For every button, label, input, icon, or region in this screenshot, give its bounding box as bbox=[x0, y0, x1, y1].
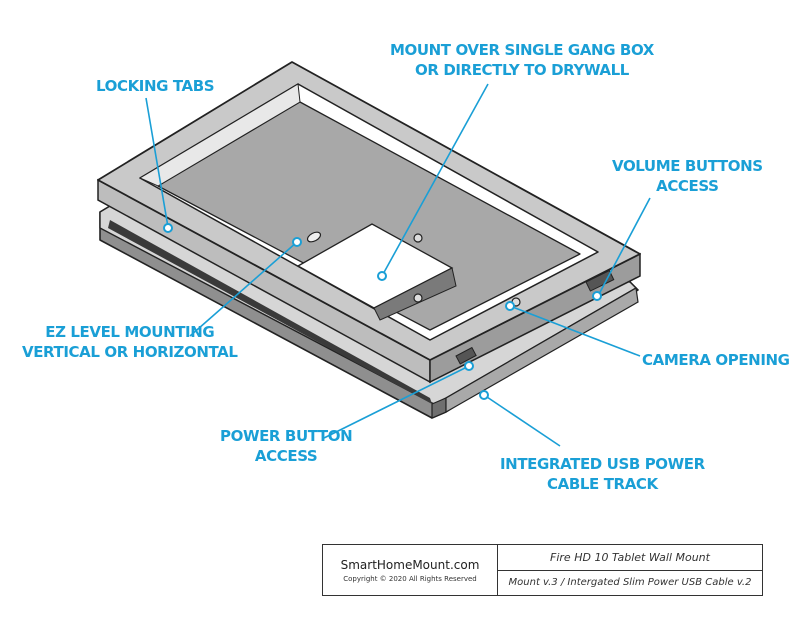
label-usb-line1: INTEGRATED USB POWER bbox=[500, 455, 705, 473]
label-camera-text: CAMERA OPENING bbox=[642, 351, 790, 369]
label-ez-level: EZ LEVEL MOUNTING VERTICAL OR HORIZONTAL bbox=[22, 322, 238, 362]
label-volume-buttons: VOLUME BUTTONS ACCESS bbox=[612, 156, 763, 196]
leader-lines bbox=[145, 83, 651, 447]
label-volume-line1: VOLUME BUTTONS bbox=[612, 157, 763, 175]
label-power-line2: ACCESS bbox=[254, 447, 318, 465]
label-locking-tabs-text: LOCKING TABS bbox=[96, 77, 215, 95]
label-power-button: POWER BUTTON ACCESS bbox=[220, 426, 353, 466]
front-frame bbox=[97, 61, 641, 384]
title-block-brand: SmartHomeMount.com Copyright © 2020 All … bbox=[323, 545, 498, 595]
label-usb-line2: CABLE TRACK bbox=[547, 475, 658, 493]
label-ez-line1: EZ LEVEL MOUNTING bbox=[45, 323, 215, 341]
label-locking-tabs: LOCKING TABS bbox=[96, 76, 215, 96]
label-mount-gang-box: MOUNT OVER SINGLE GANG BOX OR DIRECTLY T… bbox=[390, 40, 654, 80]
label-power-line1: POWER BUTTON bbox=[220, 427, 353, 445]
version-text: Mount v.3 / Intergated Slim Power USB Ca… bbox=[498, 569, 762, 596]
title-block-info: Fire HD 10 Tablet Wall Mount Mount v.3 /… bbox=[498, 545, 762, 595]
site-name: SmartHomeMount.com bbox=[340, 557, 480, 572]
label-volume-line2: ACCESS bbox=[656, 177, 719, 195]
title-block: SmartHomeMount.com Copyright © 2020 All … bbox=[322, 544, 763, 596]
label-ez-line2: VERTICAL OR HORIZONTAL bbox=[22, 343, 238, 361]
product-name: Fire HD 10 Tablet Wall Mount bbox=[550, 550, 710, 564]
label-camera-opening: CAMERA OPENING bbox=[642, 350, 790, 370]
label-mount-line1: MOUNT OVER SINGLE GANG BOX bbox=[390, 41, 654, 59]
copyright-text: Copyright © 2020 All Rights Reserved bbox=[343, 574, 477, 583]
label-usb-cable-track: INTEGRATED USB POWER CABLE TRACK bbox=[500, 454, 705, 494]
label-mount-line2: OR DIRECTLY TO DRYWALL bbox=[415, 61, 629, 79]
